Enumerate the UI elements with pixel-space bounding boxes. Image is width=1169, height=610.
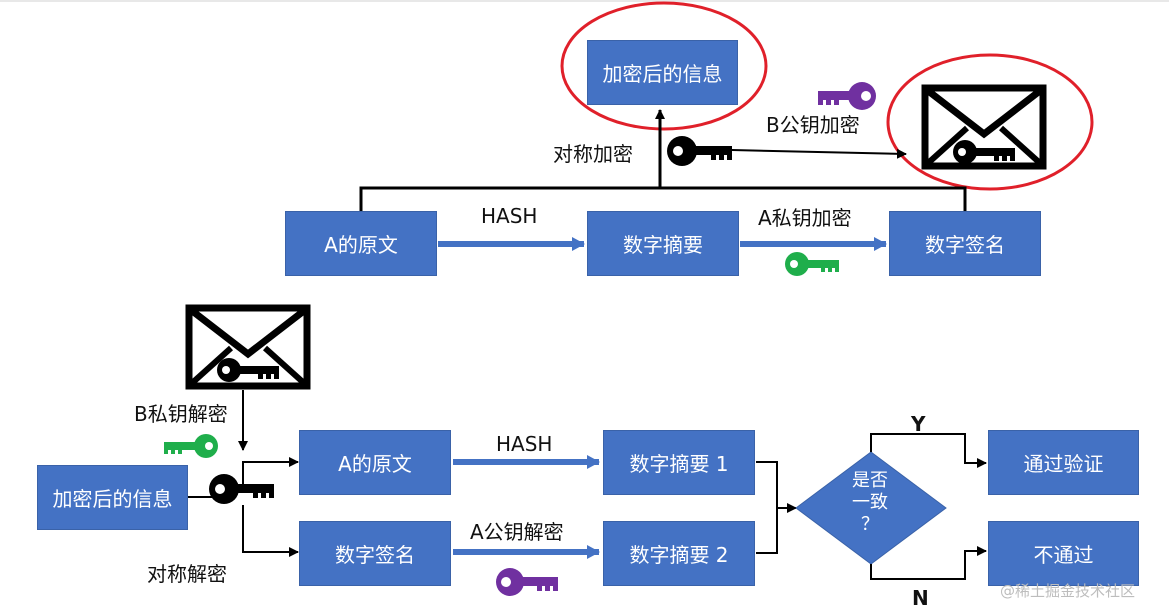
highlight-circle-envelope bbox=[886, 53, 1094, 191]
key-icon bbox=[496, 568, 558, 596]
split-line-to-signature bbox=[242, 505, 299, 557]
top-border bbox=[0, 0, 1169, 2]
no-branch-line bbox=[870, 546, 987, 580]
hash-label-bottom: HASH bbox=[496, 432, 553, 456]
digest-box-top: 数字摘要 bbox=[587, 211, 739, 276]
original-text-box-bottom: A的原文 bbox=[299, 430, 451, 495]
a-public-decrypt-label: A公钥解密 bbox=[470, 520, 564, 544]
pass-box: 通过验证 bbox=[988, 430, 1139, 495]
digest1-box: 数字摘要 1 bbox=[603, 430, 755, 495]
encrypted-info-box-bottom: 加密后的信息 bbox=[37, 465, 188, 530]
split-line-to-original bbox=[242, 457, 299, 490]
envelope-icon bbox=[921, 84, 1047, 170]
fail-box: 不通过 bbox=[988, 521, 1139, 586]
watermark: @稀土掘金技术社区 bbox=[1000, 582, 1136, 600]
top-bracket-line bbox=[359, 186, 967, 212]
b-private-decrypt-label: B私钥解密 bbox=[134, 402, 228, 426]
digest2-box: 数字摘要 2 bbox=[603, 521, 755, 586]
merge-line-bottom bbox=[756, 508, 778, 554]
symmetric-decrypt-label: 对称解密 bbox=[147, 562, 227, 586]
original-text-box-top: A的原文 bbox=[285, 211, 437, 276]
key-icon bbox=[667, 136, 732, 166]
arrow-to-envelope bbox=[731, 148, 907, 159]
envelope-icon bbox=[185, 304, 311, 390]
key-icon bbox=[785, 252, 839, 276]
decision-line-3: ？ bbox=[861, 514, 879, 535]
encrypted-info-box-top: 加密后的信息 bbox=[587, 40, 738, 105]
b-public-encrypt-label: B公钥加密 bbox=[766, 113, 860, 137]
highlight-circle-encrypted-info bbox=[560, 1, 768, 131]
key-icon bbox=[209, 474, 274, 504]
merge-line-top bbox=[756, 461, 778, 508]
yes-label: Y bbox=[911, 412, 926, 436]
symmetric-encrypt-label: 对称加密 bbox=[553, 142, 633, 166]
yes-branch-line bbox=[870, 433, 987, 468]
decision-text: 是否 一致 ？ bbox=[830, 470, 910, 536]
key-icon bbox=[164, 434, 218, 458]
decision-line-1: 是否 bbox=[852, 470, 888, 491]
decision-line-2: 一致 bbox=[852, 492, 888, 513]
no-label: N bbox=[912, 586, 929, 610]
key-icon bbox=[818, 82, 876, 110]
signature-box-top: 数字签名 bbox=[889, 211, 1041, 276]
signature-box-bottom: 数字签名 bbox=[299, 521, 451, 586]
hash-label-top: HASH bbox=[481, 204, 538, 228]
a-private-encrypt-label: A私钥加密 bbox=[758, 206, 852, 230]
